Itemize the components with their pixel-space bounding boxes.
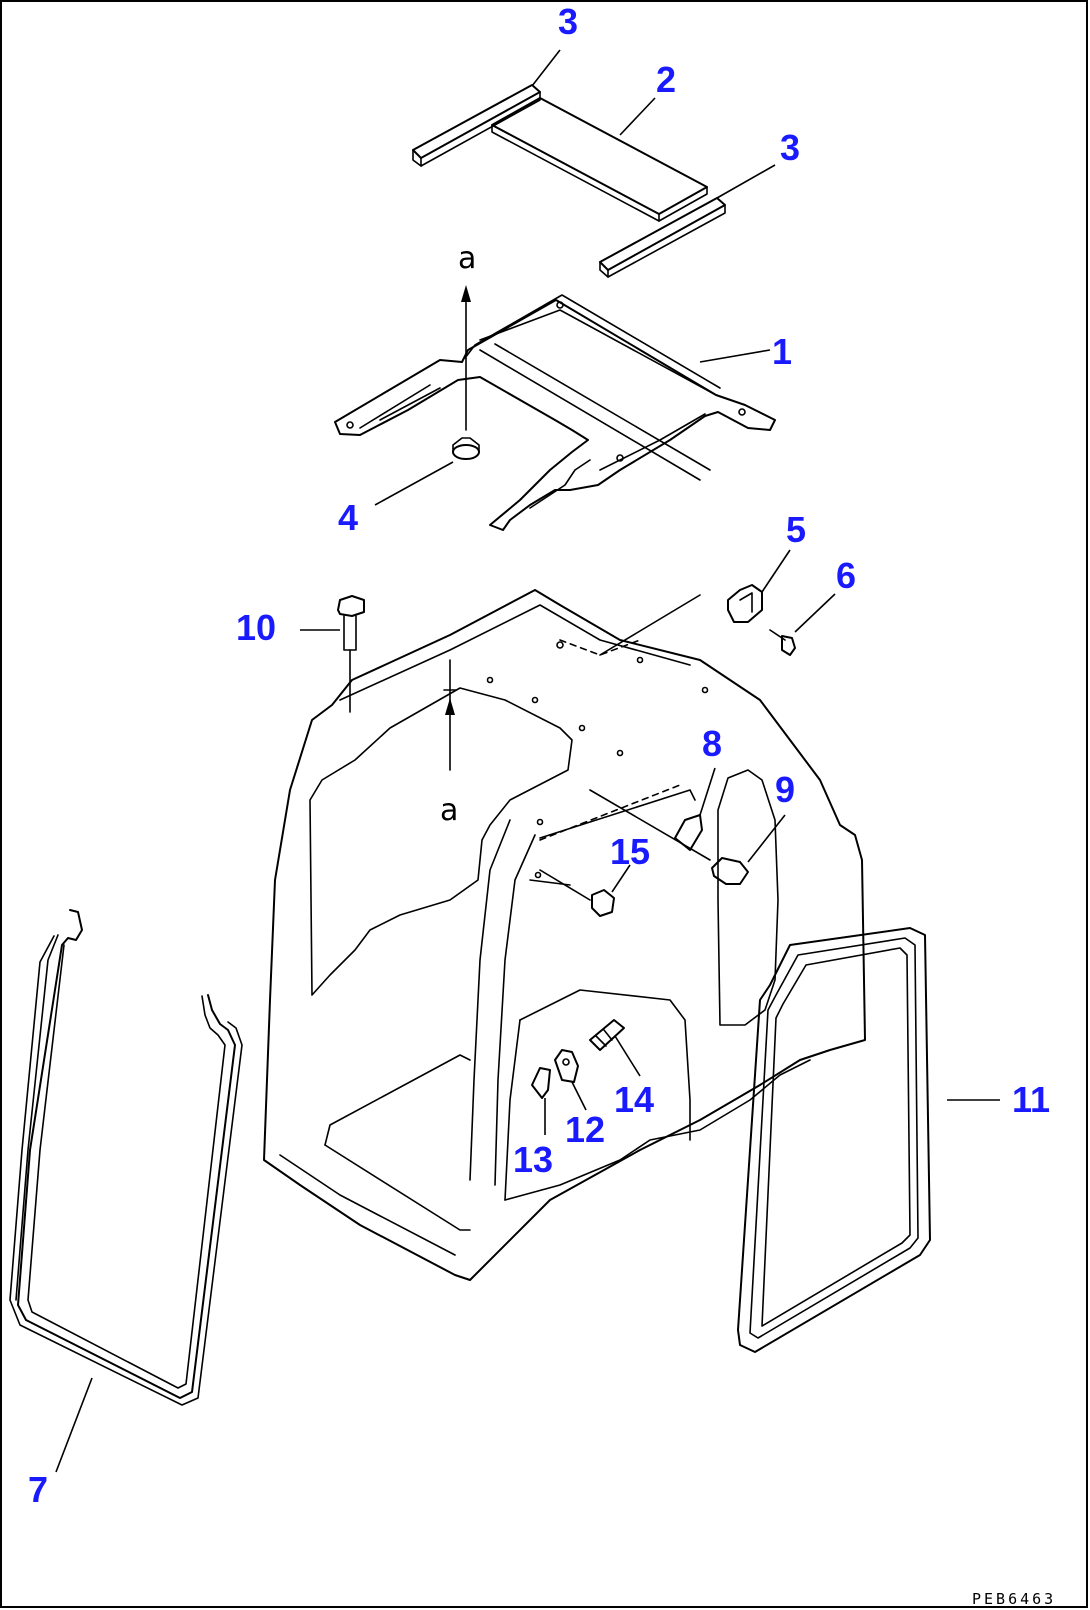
part-8-clip bbox=[674, 767, 716, 851]
callout-3-top-right: 3 bbox=[780, 127, 800, 168]
leader-2 bbox=[619, 97, 656, 136]
reference-arrow-bottom: a bbox=[440, 659, 458, 828]
callout-12: 12 bbox=[565, 1109, 605, 1150]
ref-mark-a-bottom: a bbox=[440, 793, 458, 828]
part-3-rail-left bbox=[412, 84, 541, 167]
callout-13: 13 bbox=[513, 1139, 553, 1180]
part-15-screw bbox=[539, 864, 631, 917]
part-1-roof-frame bbox=[334, 294, 776, 531]
cab-body bbox=[263, 589, 866, 1281]
callout-11: 11 bbox=[1012, 1079, 1050, 1120]
callout-1: 1 bbox=[772, 331, 792, 372]
part-9-bolt bbox=[589, 789, 786, 885]
callout-6: 6 bbox=[836, 555, 856, 596]
callout-10: 10 bbox=[236, 607, 276, 648]
leader-3b bbox=[716, 164, 776, 199]
part-14-bolt bbox=[589, 1019, 641, 1077]
leader-1 bbox=[699, 349, 771, 363]
leader-3a bbox=[531, 49, 561, 87]
part-6-screw bbox=[769, 593, 836, 656]
callout-2: 2 bbox=[656, 59, 676, 100]
part-13-clip bbox=[531, 1067, 551, 1135]
drawing-code: PEB6463 bbox=[972, 1590, 1056, 1608]
part-4-grommet bbox=[374, 437, 480, 506]
part-10-bolt bbox=[300, 595, 365, 713]
callout-9: 9 bbox=[775, 769, 795, 810]
callout-4: 4 bbox=[338, 497, 358, 538]
part-7-window-seal bbox=[9, 909, 243, 1473]
part-2-plate bbox=[491, 97, 708, 222]
callout-14: 14 bbox=[614, 1079, 654, 1120]
callout-3-top-left: 3 bbox=[558, 1, 578, 42]
ref-mark-a-top: a bbox=[458, 241, 476, 276]
part-3-rail-right bbox=[599, 197, 726, 278]
callout-15: 15 bbox=[610, 831, 650, 872]
part-5-bracket bbox=[599, 549, 791, 656]
callout-5: 5 bbox=[786, 509, 806, 550]
reference-arrow-top: a bbox=[458, 241, 476, 431]
callout-7: 7 bbox=[28, 1469, 48, 1510]
callout-8: 8 bbox=[702, 723, 722, 764]
part-12-bracket bbox=[554, 1049, 587, 1111]
part-11-window-seal bbox=[737, 927, 1000, 1353]
